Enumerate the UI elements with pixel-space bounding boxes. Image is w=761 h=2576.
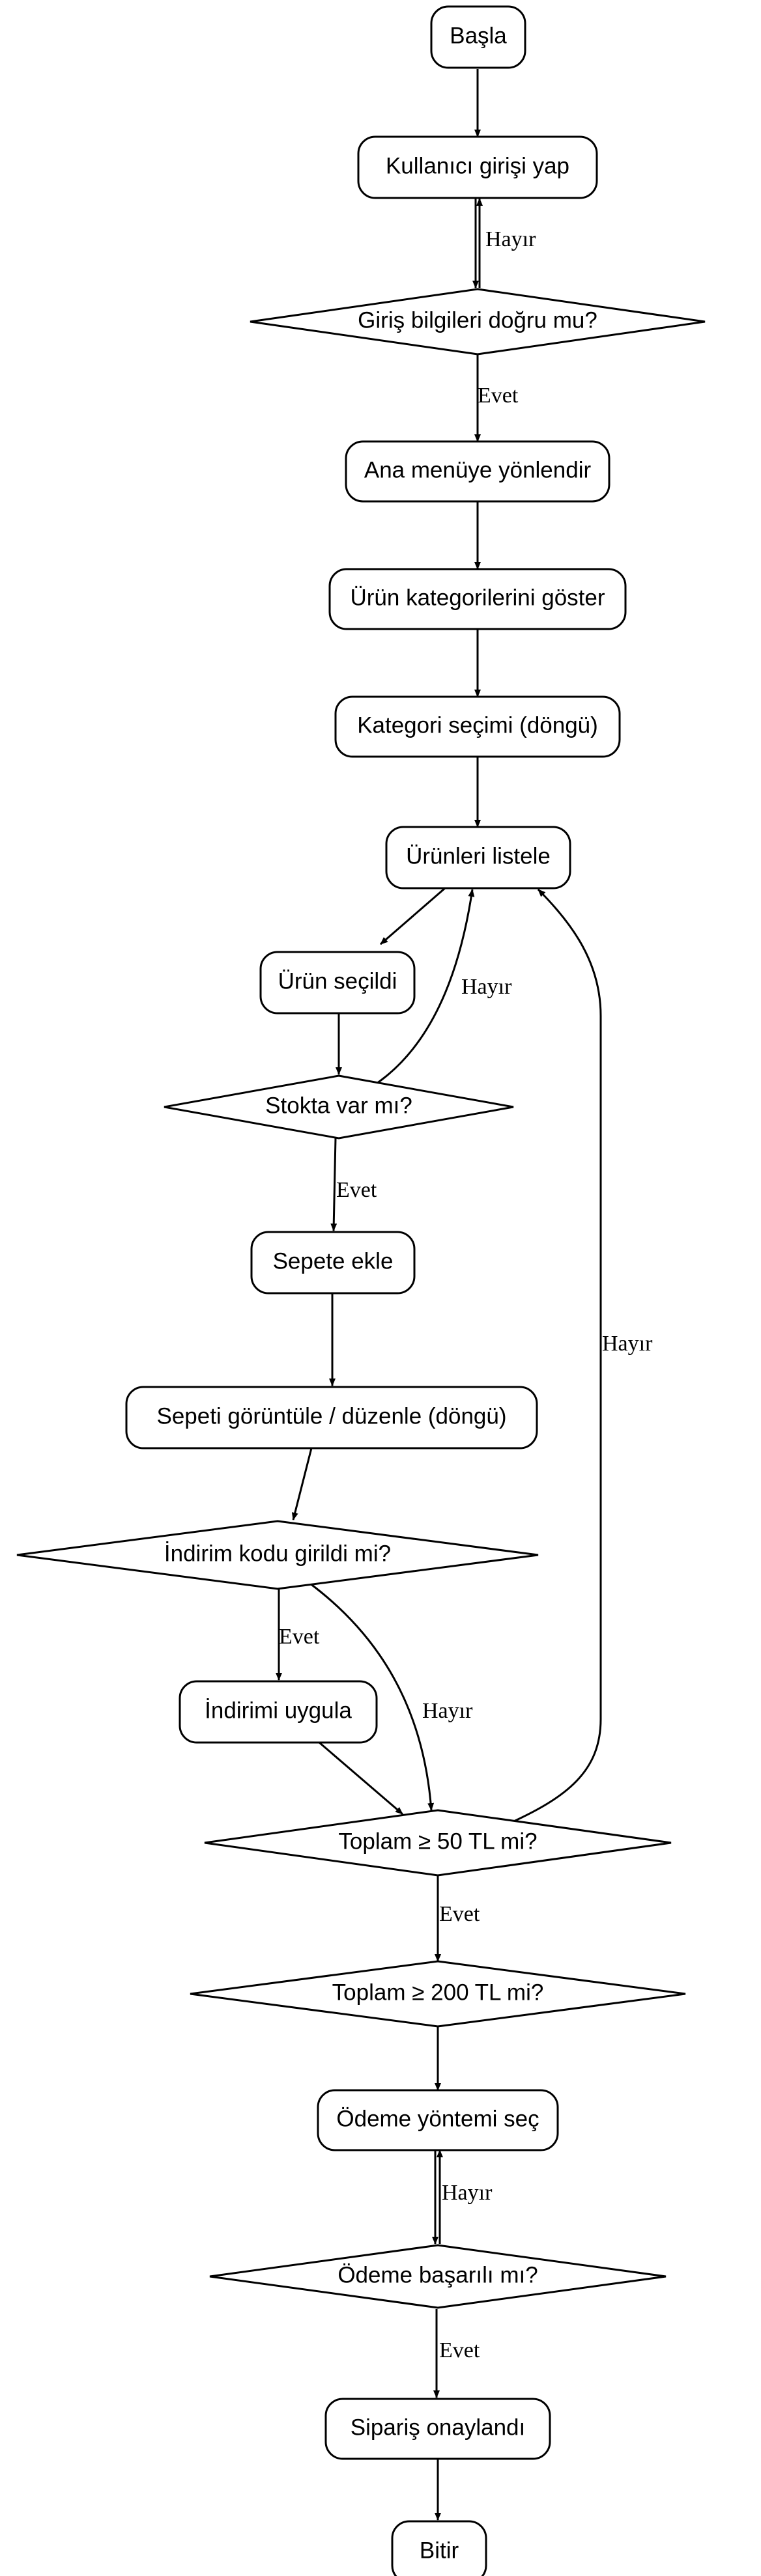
node-label-basla: Başla xyxy=(450,23,507,48)
edge-label-toplam50-evet: Evet xyxy=(439,1902,480,1926)
node-label-indirimi-uygula: İndirimi uygula xyxy=(205,1698,352,1723)
edge-stokta-urunlerilistele xyxy=(372,889,475,1087)
node-label-indirim-kodu: İndirim kodu girildi mi? xyxy=(164,1541,391,1566)
edge-label-stokta-evet: Evet xyxy=(336,1178,377,1202)
edge-urunlerilistele-urunsecildi xyxy=(380,887,446,945)
node-indirimi-uygula: İndirimi uygula xyxy=(179,1680,378,1744)
edge-label-odemebasarili-hayir: Hayır xyxy=(442,2181,493,2205)
node-label-giris: Kullanıcı girişi yap xyxy=(386,153,569,178)
node-label-urun-secildi: Ürün seçildi xyxy=(278,968,397,994)
edge-label-odemebasarili-evet: Evet xyxy=(439,2338,480,2362)
node-label-ana-menu: Ana menüye yönlendir xyxy=(364,457,592,483)
node-indirim-kodu: İndirim kodu girildi mi? xyxy=(16,1520,539,1590)
edge-stokta-sepeteekle xyxy=(330,1138,337,1231)
node-giris-dogru: Giriş bilgileri doğru mu? xyxy=(250,288,706,356)
node-toplam-200: Toplam ≥ 200 TL mi? xyxy=(190,1960,686,2028)
edge-indirimiuygula-toplam50 xyxy=(319,1741,403,1815)
node-urunleri-listele: Ürünleri listele xyxy=(385,826,571,889)
edge-toplam50-urunlerilistele xyxy=(509,888,602,1825)
node-sepete-ekle: Sepete ekle xyxy=(250,1231,416,1295)
node-label-toplam-200: Toplam ≥ 200 TL mi? xyxy=(332,1980,544,2005)
node-urun-secildi: Ürün seçildi xyxy=(259,951,416,1015)
node-siparis-onay: Sipariş onaylandı xyxy=(324,2398,551,2460)
edge-label-stokta-hayir: Hayır xyxy=(461,975,512,999)
node-label-siparis-onay: Sipariş onaylandı xyxy=(351,2415,526,2440)
node-label-bitir: Bitir xyxy=(420,2538,459,2563)
node-odeme-basarili: Ödeme başarılı mı? xyxy=(209,2244,667,2309)
node-stokta: Stokta var mı? xyxy=(164,1074,514,1140)
node-odeme-yontemi: Ödeme yöntemi seç xyxy=(317,2089,559,2151)
node-sepeti-goruntule: Sepeti görüntüle / düzenle (döngü) xyxy=(125,1386,538,1449)
node-kategoriler: Ürün kategorilerini göster xyxy=(328,568,627,630)
edge-sepetigoruntule-indirimkodu xyxy=(291,1448,313,1520)
nodes: Başla Kullanıcı girişi yap Giriş bilgile… xyxy=(16,5,706,2576)
node-giris: Kullanıcı girişi yap xyxy=(357,135,598,199)
edge-label-girisdogru-hayir: Hayır xyxy=(485,227,536,251)
node-label-odeme-basarili: Ödeme başarılı mı? xyxy=(337,2262,538,2288)
node-toplam-50: Toplam ≥ 50 TL mi? xyxy=(204,1809,672,1877)
edge-indirimkodu-toplam50 xyxy=(309,1582,435,1811)
node-basla: Başla xyxy=(430,5,526,69)
node-label-kategori-secimi: Kategori seçimi (döngü) xyxy=(357,712,598,738)
node-label-giris-dogru: Giriş bilgileri doğru mu? xyxy=(358,307,597,333)
edge-label-toplam50-hayir: Hayır xyxy=(602,1332,653,1356)
node-label-kategoriler: Ürün kategorilerini göster xyxy=(350,585,605,610)
edge-label-indirimkodu-hayir: Hayır xyxy=(422,1699,473,1723)
node-label-toplam-50: Toplam ≥ 50 TL mi? xyxy=(338,1828,537,1854)
edges: Hayır Evet Hayır Evet Evet Hayır xyxy=(276,69,653,2521)
node-bitir: Bitir xyxy=(391,2520,487,2576)
node-label-stokta: Stokta var mı? xyxy=(265,1093,412,1118)
node-label-odeme-yontemi: Ödeme yöntemi seç xyxy=(336,2106,539,2131)
node-label-sepeti-goruntule: Sepeti görüntüle / düzenle (döngü) xyxy=(156,1403,506,1429)
node-kategori-secimi: Kategori seçimi (döngü) xyxy=(334,695,621,758)
edge-label-indirimkodu-evet: Evet xyxy=(279,1625,320,1649)
node-label-urunleri-listele: Ürünleri listele xyxy=(406,843,551,869)
edge-label-girisdogru-evet: Evet xyxy=(478,384,519,408)
node-ana-menu: Ana menüye yönlendir xyxy=(345,440,610,503)
node-label-sepete-ekle: Sepete ekle xyxy=(273,1248,394,1274)
